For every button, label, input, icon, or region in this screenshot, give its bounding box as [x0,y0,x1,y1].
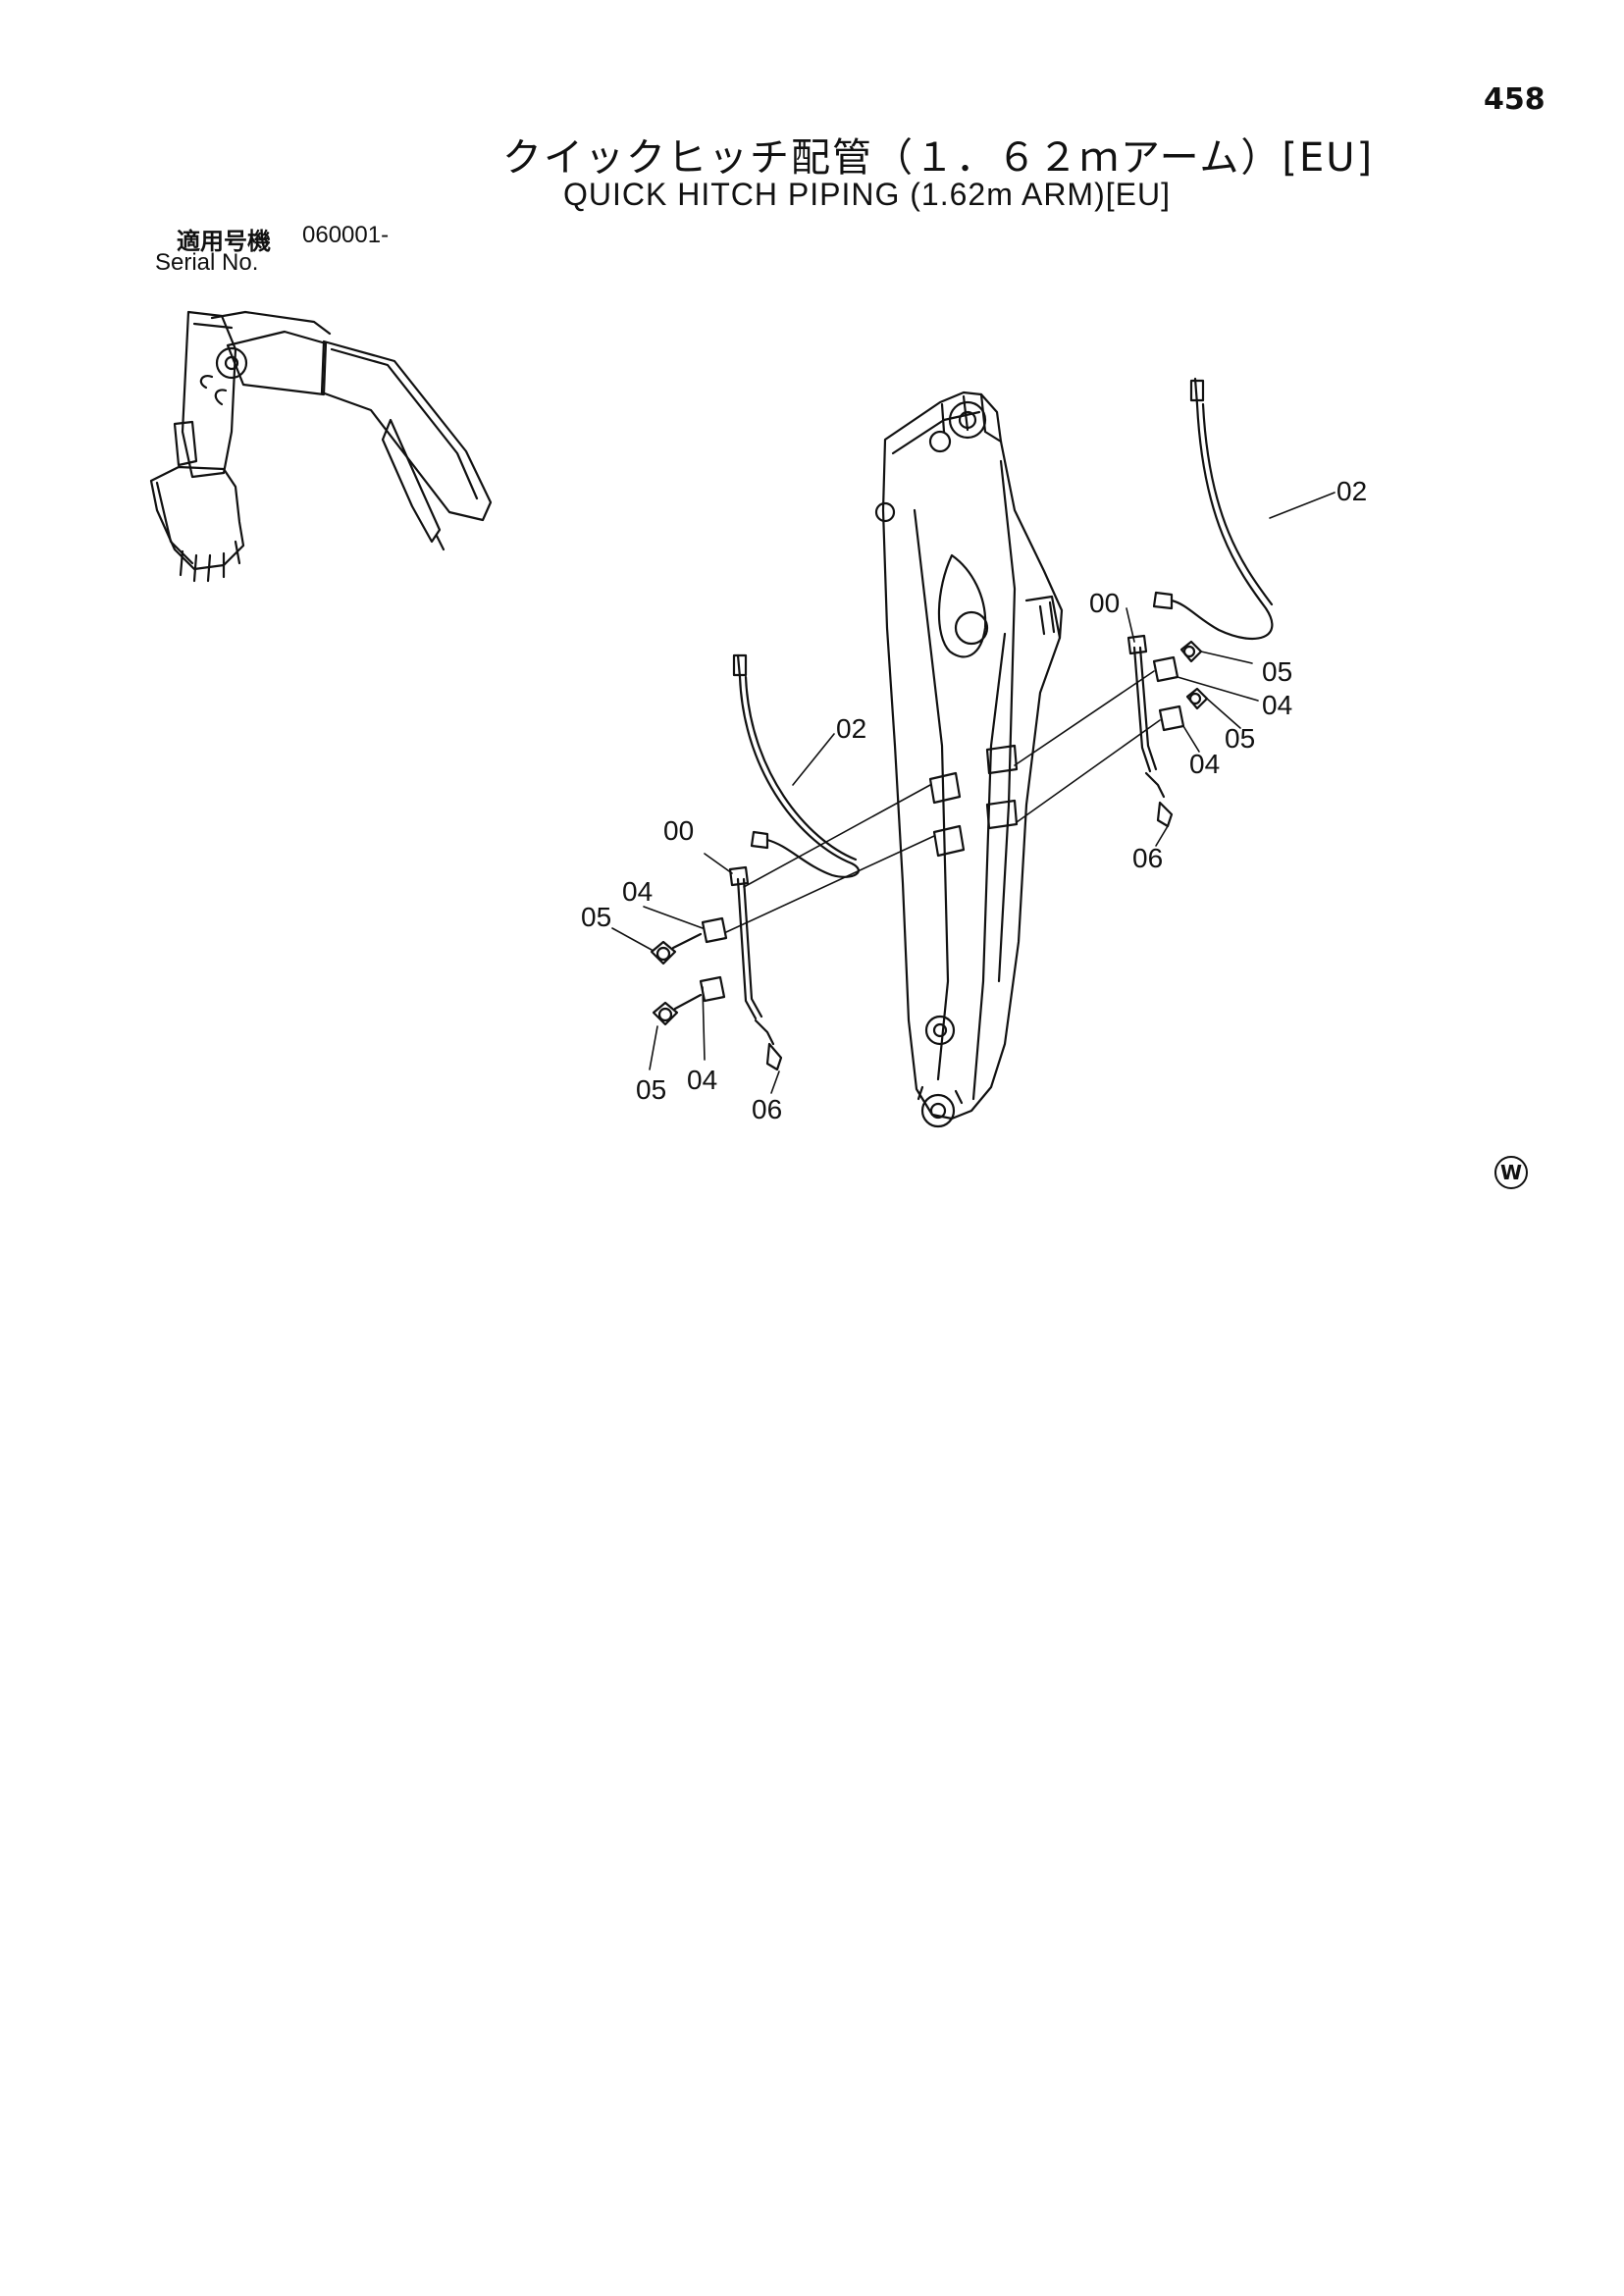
callout-bolt-right-lower: 05 [1225,723,1255,754]
installation-lines [725,670,1161,933]
callout-clamp-right-upper: 04 [1262,690,1292,720]
callout-fitting-left: 06 [752,1094,782,1124]
serial-number-range: 060001- [302,222,390,248]
callout-hose-right: 02 [1336,476,1367,506]
callout-hose-left: 02 [836,713,866,744]
serial-label-english: Serial No. [155,249,259,276]
tube-left [650,865,783,1071]
watermark-mark: W [1494,1156,1528,1189]
hose-right [1152,377,1274,641]
page-number: 458 [1484,82,1545,117]
callout-clamp-right-lower: 04 [1189,749,1220,779]
callout-tube-right: 00 [1089,588,1120,618]
callout-bolt-left-upper: 05 [581,902,611,932]
hose-left [732,653,860,878]
callout-clamp-left-lower: 04 [687,1065,717,1095]
callout-clamp-left-upper: 04 [622,876,653,907]
excavator-thumbnail [149,310,493,583]
callout-tube-left: 00 [663,815,694,846]
tube-right [1126,634,1209,828]
title-english: QUICK HITCH PIPING (1.62m ARM)[EU] [563,177,1171,212]
leader-lines [611,492,1336,1094]
callout-fitting-right: 06 [1132,843,1163,873]
arm-body [874,391,1064,1128]
serial-label-japanese: 適用号機 [177,228,271,255]
callout-bolt-right-upper: 05 [1262,656,1292,687]
title-japanese: クイックヒッチ配管（１．６２ｍアーム）[EU] [502,135,1375,181]
callout-bolt-left-lower: 05 [636,1074,666,1105]
